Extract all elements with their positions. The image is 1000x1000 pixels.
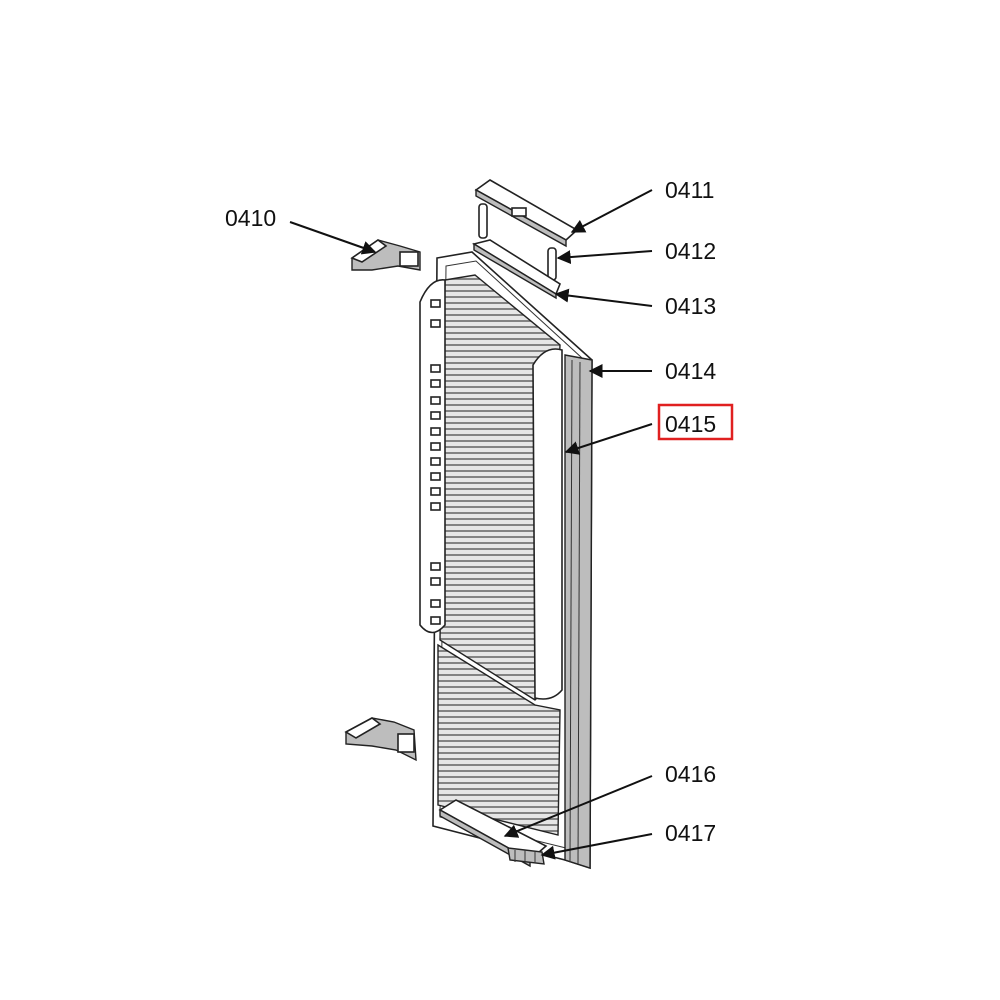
door-lower-panel (437, 643, 561, 836)
highlight-box-0415 (657, 403, 734, 441)
leader-0412 (556, 250, 653, 265)
label-0415: 0415 (665, 411, 716, 437)
door-assembly (419, 251, 593, 870)
label-0412: 0412 (665, 238, 716, 264)
leader-lines (289, 189, 653, 860)
top-cover-0411 (474, 179, 579, 248)
label-0416: 0416 (665, 761, 716, 787)
label-0417: 0417 (665, 820, 716, 846)
leader-0413 (554, 288, 653, 307)
bottom-hinge-0417 (507, 847, 545, 865)
door-shelf-rail (532, 348, 563, 700)
bottom-hinge-0416 (438, 799, 548, 868)
leader-0410 (289, 221, 377, 255)
leader-0416 (503, 775, 653, 838)
hinge-pins-0412 (478, 203, 557, 281)
hinge-bracket-lower (344, 717, 417, 762)
label-0414: 0414 (665, 358, 716, 384)
label-0411: 0411 (665, 177, 714, 203)
top-hinge-plate-0413 (471, 239, 561, 300)
leader-0411 (570, 189, 653, 233)
leader-0415 (564, 423, 653, 455)
hinge-bracket-upper-0410 (350, 239, 421, 271)
leader-0417 (540, 833, 653, 860)
part-labels: 0410 0411 0412 0413 0414 0415 0416 0417 (225, 177, 716, 846)
label-0413: 0413 (665, 293, 716, 319)
label-0410: 0410 (225, 205, 276, 231)
rail-slots (430, 299, 441, 625)
